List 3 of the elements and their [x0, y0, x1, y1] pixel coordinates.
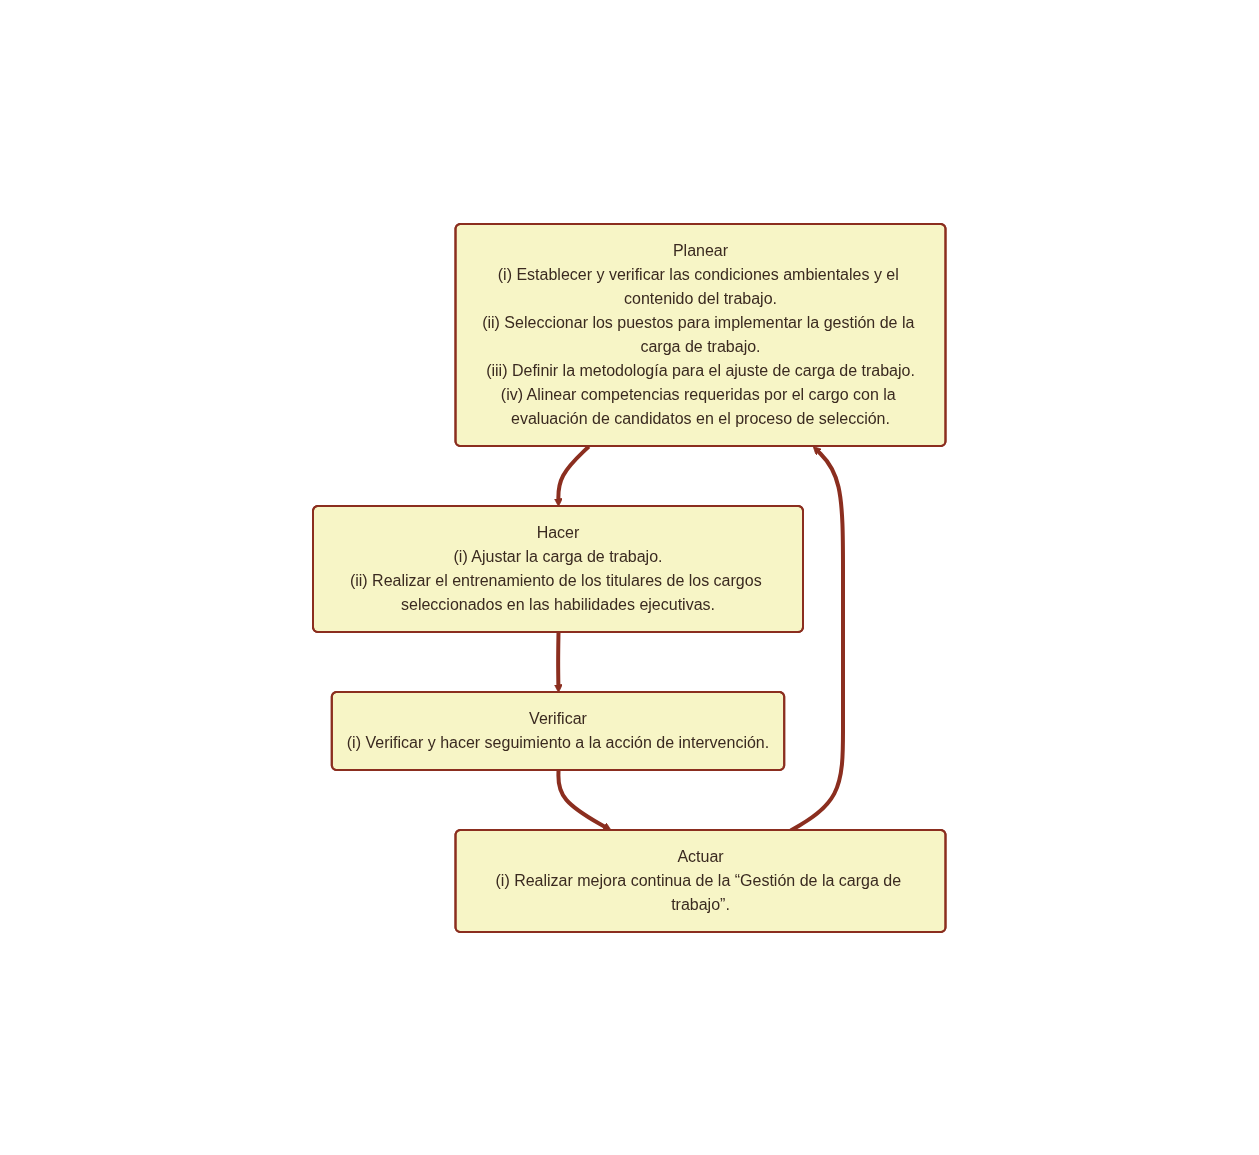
arrow	[554, 631, 563, 693]
arrow	[554, 444, 591, 507]
arrow	[556, 769, 612, 831]
